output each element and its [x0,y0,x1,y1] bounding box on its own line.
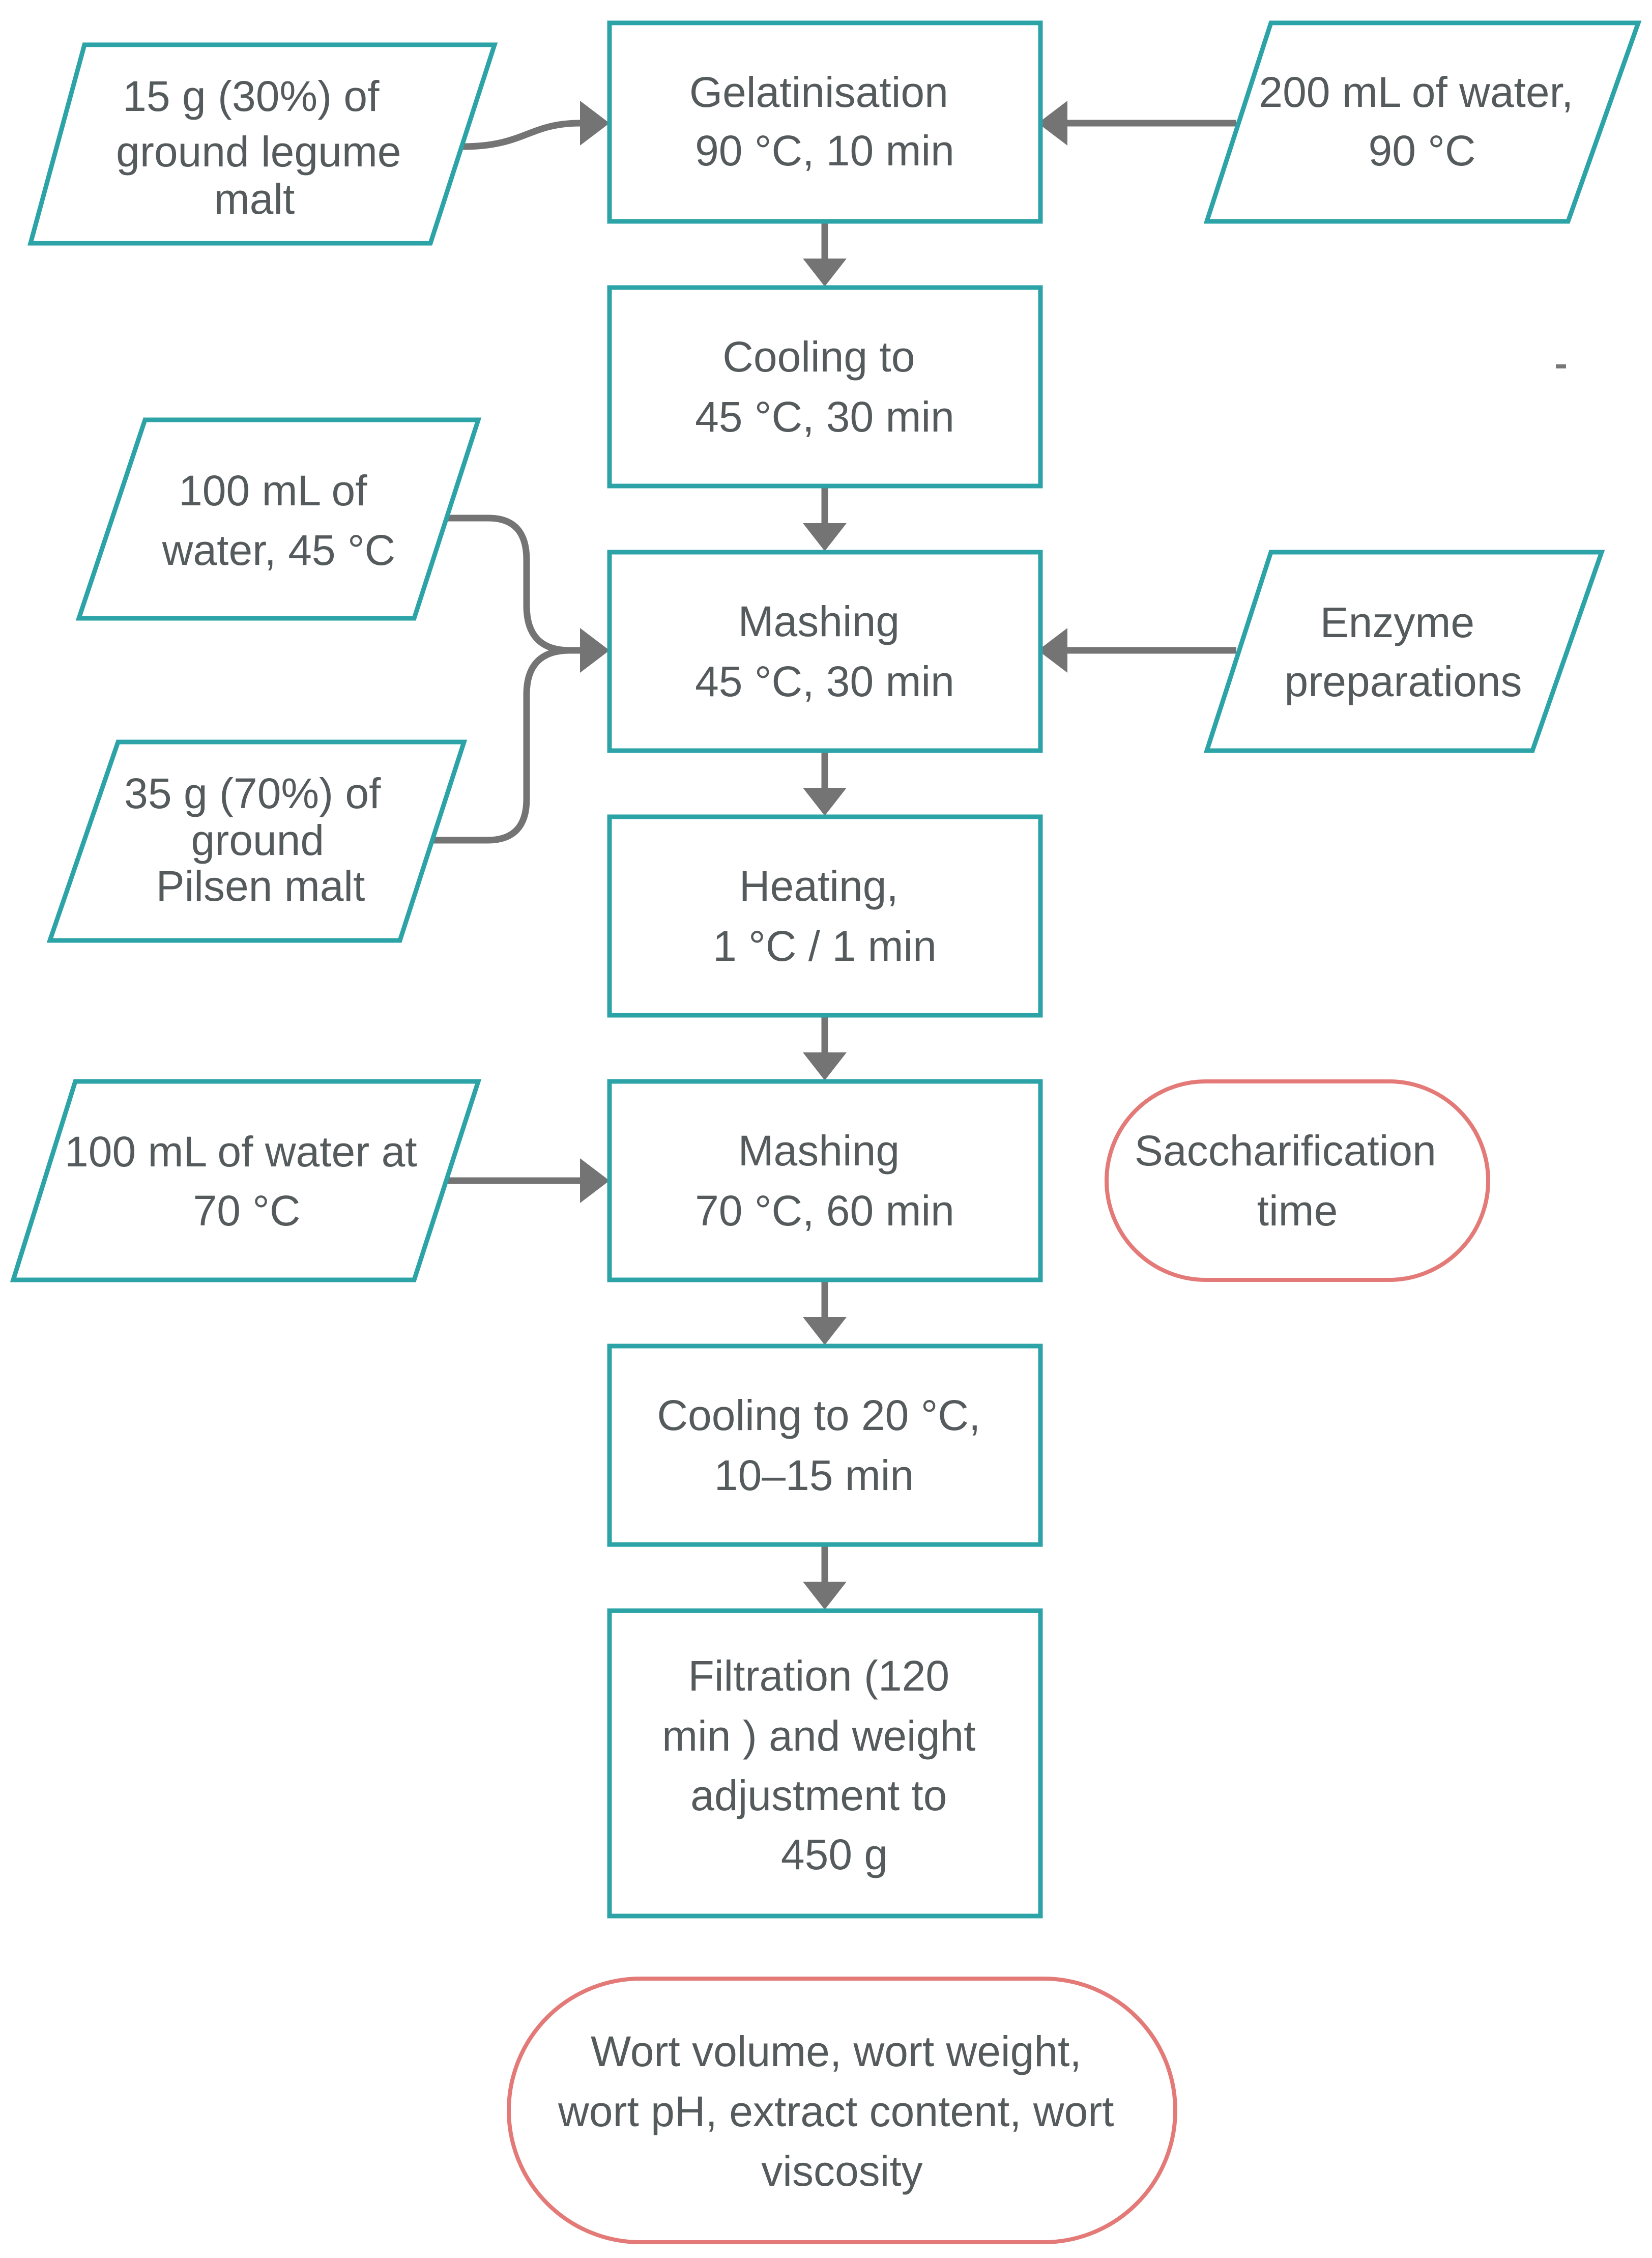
input-label: 35 g (70%) of ground Pilsen malt [124,769,393,910]
process-step-gelatinisation: Gelatinisation 90 °C, 10 min [607,20,1043,224]
connectors [430,101,1236,1610]
arrow-gelatinisation-to-cooling [803,223,847,287]
stray-mark [1556,364,1566,368]
arrow-mashing-to-heating [803,752,847,816]
arrow-water-90-to-gelatinisation [1038,101,1236,146]
input-pilsen-malt: 35 g (70%) of ground Pilsen malt [46,739,468,943]
input-legume-malt: 15 g (30%) of ground legume malt [27,42,498,246]
input-label: 15 g (30%) of ground legume malt [116,72,413,223]
arrow-water-45-to-mashing [442,515,581,654]
terminal-saccharification: Saccharification time [1105,1079,1490,1282]
arrow-water-70-to-mashing [443,1158,610,1203]
input-water-90: 200 mL of water, 90 °C [1203,20,1642,224]
step-label: Filtration (120 min ) and weight adjustm… [662,1652,988,1878]
step-label: Mashing 70 °C, 60 min [695,1127,954,1235]
terminal-wort-analysis: Wort volume, wort weight, wort pH, extra… [507,1977,1177,2244]
process-step-mashing-70: Mashing 70 °C, 60 min [607,1079,1043,1282]
input-label: Enzyme preparations [1285,598,1522,705]
process-step-filtration: Filtration (120 min ) and weight adjustm… [607,1608,1043,1919]
step-label: Mashing 45 °C, 30 min [695,597,954,705]
step-label: Cooling to 45 °C, 30 min [695,333,954,441]
step-label: Gelatinisation 90 °C, 10 min [689,68,960,175]
process-step-cooling-45: Cooling to 45 °C, 30 min [607,285,1043,489]
process-step-heating: Heating, 1 °C / 1 min [607,814,1043,1018]
process-step-mashing-45: Mashing 45 °C, 30 min [607,550,1043,753]
arrow-enzymes-to-mashing [1038,628,1236,673]
arrow-cooling-to-filtration [803,1546,847,1610]
step-label: Heating, 1 °C / 1 min [713,862,937,970]
arrow-mashing-to-cooling [803,1281,847,1345]
arrow-legume-malt-to-gelatinisation [462,101,610,150]
input-enzymes: Enzyme preparations [1203,550,1605,753]
terminal-label: Saccharification time [1135,1127,1448,1235]
terminal-label: Wort volume, wort weight, wort pH, extra… [558,2027,1126,2195]
input-label: 200 mL of water, 90 °C [1259,68,1585,175]
input-label: 100 mL of water, 45 °C [162,467,395,574]
arrow-cooling-to-mashing [803,488,847,551]
input-water-45: 100 mL of water, 45 °C [75,417,482,621]
input-water-70: 100 mL of water at 70 °C [10,1079,482,1282]
input-label: 100 mL of water at 70 °C [65,1128,429,1235]
step-label: Cooling to 20 °C, 10–15 min [657,1391,992,1499]
arrow-heating-to-mashing [803,1017,847,1080]
process-step-cooling-20: Cooling to 20 °C, 10–15 min [607,1344,1043,1547]
arrow-pilsen-malt-to-mashing [430,628,610,844]
